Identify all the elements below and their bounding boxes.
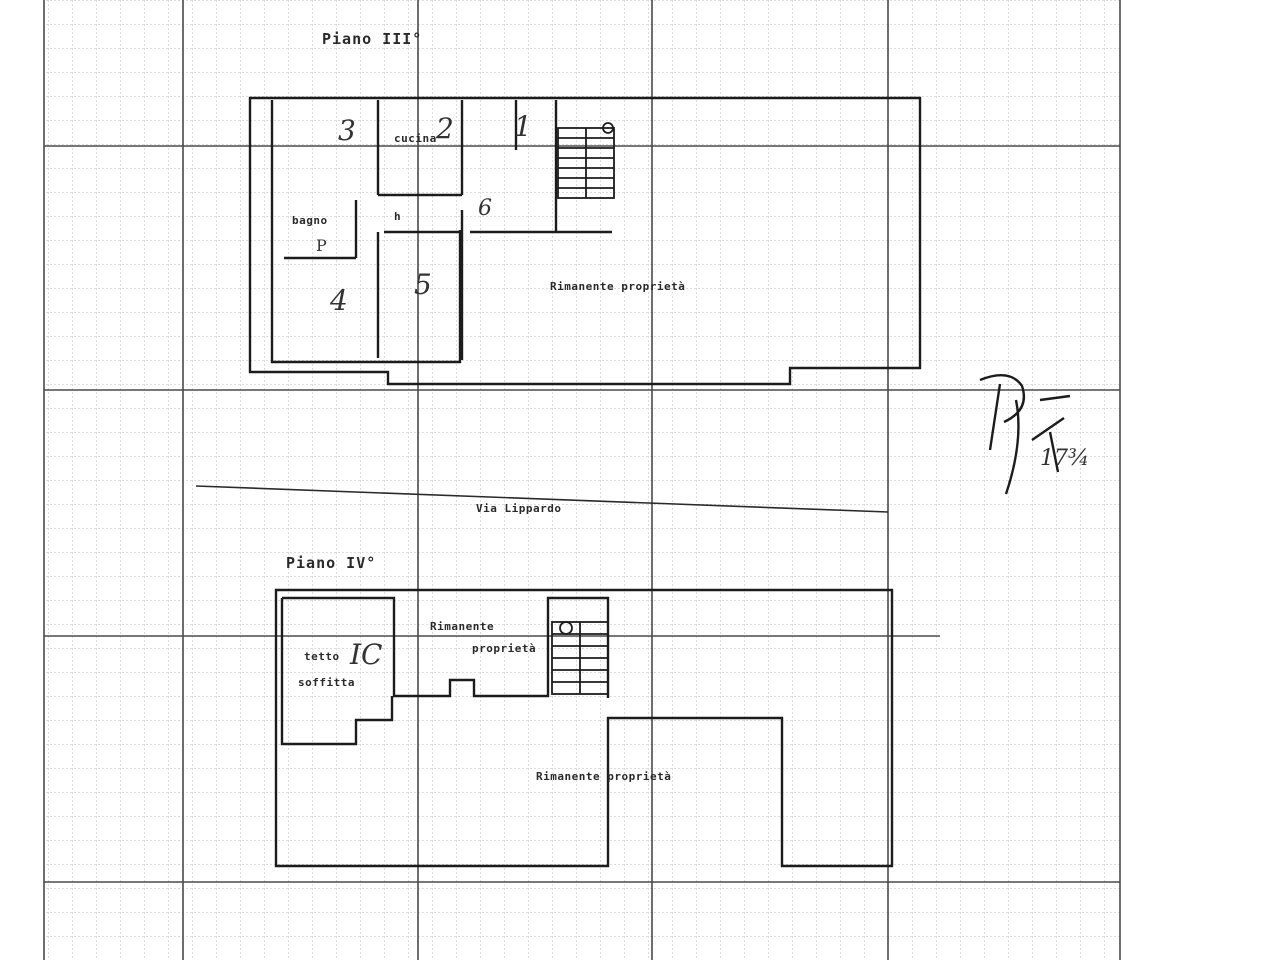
sheet-number: 17¾ bbox=[1040, 446, 1090, 471]
hall-label: h bbox=[394, 210, 402, 223]
floor-4-title: Piano IV° bbox=[286, 554, 377, 572]
room-4-number: 4 bbox=[330, 284, 348, 317]
room-6-number: 6 bbox=[478, 196, 492, 221]
floor-4-stairs bbox=[551, 621, 609, 695]
attic-label-line1: tetto bbox=[304, 650, 340, 663]
floor-4-remaining-a-line2: proprietà bbox=[472, 642, 537, 655]
room-5-number: 5 bbox=[414, 268, 432, 301]
bath-number: P bbox=[316, 236, 327, 255]
floor-3-title: Piano III° bbox=[322, 30, 423, 48]
attic-label-line2: soffitta bbox=[298, 676, 355, 689]
floor-4-remaining-b: Rimanente proprietà bbox=[536, 770, 672, 783]
floor-4-outer-wall bbox=[274, 588, 894, 868]
floor-3-plan bbox=[248, 96, 922, 386]
street-line bbox=[195, 485, 889, 513]
kitchen-label: cucina bbox=[394, 132, 437, 145]
sheet-number-mark bbox=[979, 374, 1071, 495]
room-1-number: 1 bbox=[514, 110, 532, 143]
street-name: Via Lippardo bbox=[476, 502, 562, 515]
graph-paper-grid bbox=[43, 0, 1122, 960]
floor-3-remaining-property: Rimanente proprietà bbox=[550, 280, 686, 293]
floor-3-stairs bbox=[557, 122, 615, 199]
floor-3-unit-wall bbox=[270, 100, 462, 364]
floor-3-outer-wall bbox=[248, 96, 922, 386]
room-3-number: 3 bbox=[338, 114, 356, 147]
floor-4-plan bbox=[274, 588, 894, 868]
floor-4-remaining-a-line1: Rimanente bbox=[430, 620, 495, 633]
floor-4-attic-wall bbox=[280, 596, 610, 746]
attic-number: IC bbox=[350, 638, 383, 671]
kitchen-number: 2 bbox=[436, 112, 454, 145]
bath-label: bagno bbox=[292, 214, 328, 227]
